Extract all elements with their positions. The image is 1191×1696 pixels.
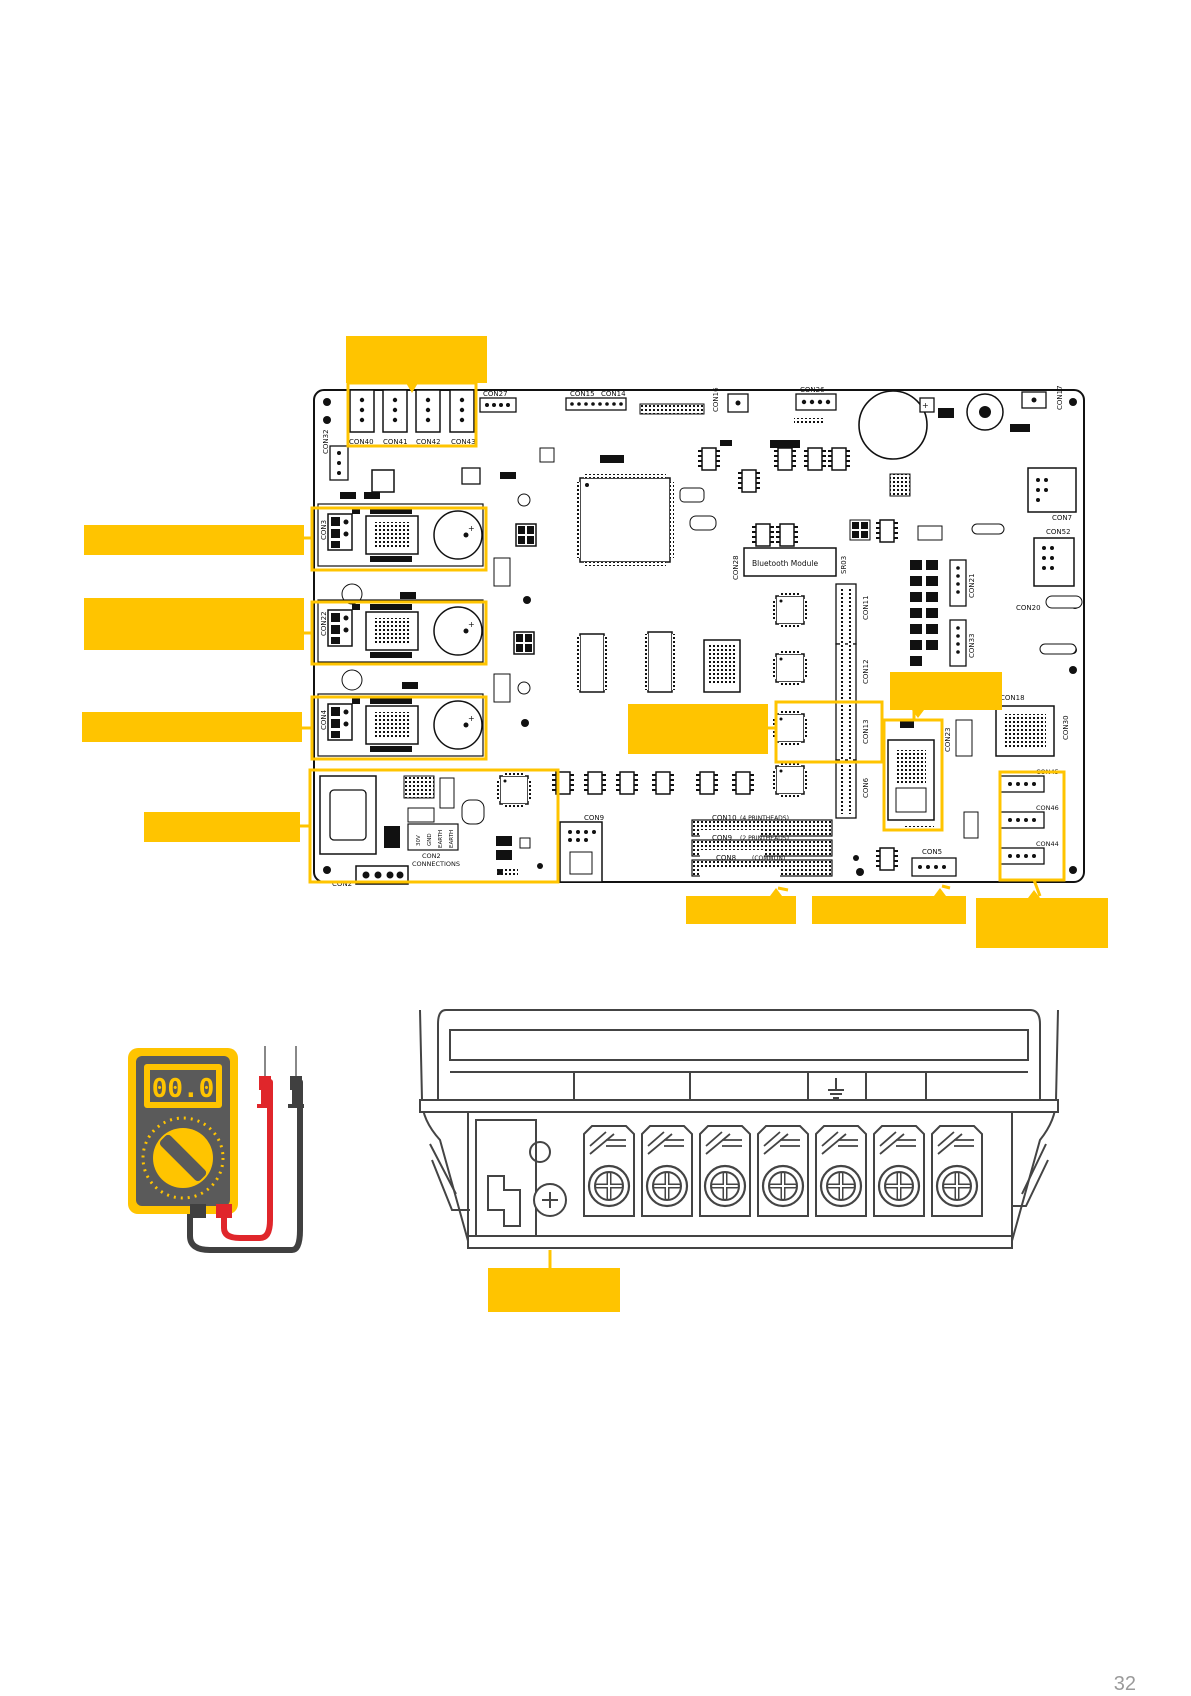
con28-label: CON28 — [732, 555, 740, 580]
callout-label-con5 — [812, 896, 966, 924]
con40-label: CON40 — [349, 438, 374, 446]
con6-label: CON6 — [862, 777, 870, 798]
con41-label: CON41 — [383, 438, 408, 446]
con8-note: (COMMON) — [752, 855, 785, 862]
con2-label: CON2 — [332, 880, 352, 888]
printhead-connectors — [691, 819, 833, 877]
callout-label-top — [346, 336, 487, 383]
con23-label: CON23 — [944, 727, 952, 752]
con30-label: CON30 — [1062, 715, 1070, 740]
con5-label: CON5 — [922, 848, 942, 856]
bluetooth-label: Bluetooth Module — [752, 559, 818, 568]
con2-title: CON2 — [422, 852, 441, 860]
bluetooth-module: Bluetooth Module — [743, 547, 837, 577]
con18-label: CON18 — [1000, 694, 1025, 702]
callout-label-con4 — [82, 712, 302, 742]
con10-label: CON10 — [712, 814, 737, 822]
page-number: 32 — [1113, 1673, 1136, 1695]
con22-label: CON22 — [320, 611, 328, 636]
con44-label: CON44 — [1036, 840, 1059, 848]
con2-sub: CONNECTIONS — [412, 860, 460, 868]
callout-label-mini — [890, 672, 1002, 710]
con8-label: CON8 — [716, 854, 736, 862]
con40-43-group: CON40 CON41 CON42 CON43 — [349, 389, 476, 446]
pin-label-gnd: GND — [427, 833, 433, 846]
callout-label-con3 — [84, 525, 304, 555]
con27-label: CON27 — [483, 390, 508, 398]
pin-label-earth-1: EARTH — [438, 830, 444, 848]
con17-label: CON17 — [1056, 385, 1064, 410]
callout-label-power — [144, 812, 300, 842]
con43-label: CON43 — [451, 438, 476, 446]
con9-note: (2 PRINTHEADS) — [740, 835, 789, 842]
con7-label: CON7 — [1052, 514, 1072, 522]
con14-label: CON14 — [601, 390, 626, 398]
con10-note: (4 PRINTHEADS) — [740, 815, 789, 822]
power-section — [319, 771, 533, 885]
con26-label: CON26 — [800, 386, 825, 394]
callout-label-qfp — [628, 704, 768, 754]
con4-label: CON4 — [320, 709, 328, 730]
callout-label-con8 — [686, 896, 796, 924]
con9-label: CON9 — [712, 834, 732, 842]
con52-label: CON52 — [1046, 528, 1071, 536]
callout-label-con44 — [976, 898, 1108, 948]
pin-label-earth-2: EARTH — [449, 830, 455, 848]
con12-label: CON12 — [862, 659, 870, 684]
con44-46-group — [999, 775, 1045, 865]
con46-label: CON46 — [1036, 804, 1059, 812]
meter-display: 00.0 — [152, 1074, 215, 1104]
con11-label: CON11 — [862, 595, 870, 620]
svg-text:+: + — [922, 401, 929, 410]
con3-label: CON3 — [320, 520, 328, 540]
con20-label: CON20 — [1016, 604, 1041, 612]
sr03-label: SR03 — [840, 556, 848, 574]
pcb-board: CON40 CON41 CON42 CON43 CON27 CON15 CON1… — [313, 385, 1085, 888]
con13-label: CON13 — [862, 719, 870, 744]
con21-label: CON21 — [968, 573, 976, 598]
con15-label: CON15 — [570, 390, 595, 398]
con42-label: CON42 — [416, 438, 441, 446]
callout-labels — [82, 336, 1108, 1312]
con32-label: CON32 — [322, 429, 330, 454]
callout-label-con22 — [84, 598, 304, 650]
con9-rj-label: CON9 — [584, 814, 604, 822]
pin-label-30v: 30V — [416, 835, 422, 846]
multimeter-illustration: 00.0 — [128, 1046, 304, 1253]
main-mcu — [576, 474, 674, 566]
con33-label: CON33 — [968, 633, 976, 658]
callout-label-ground — [488, 1268, 620, 1312]
con16-label: CON16 — [712, 387, 720, 412]
